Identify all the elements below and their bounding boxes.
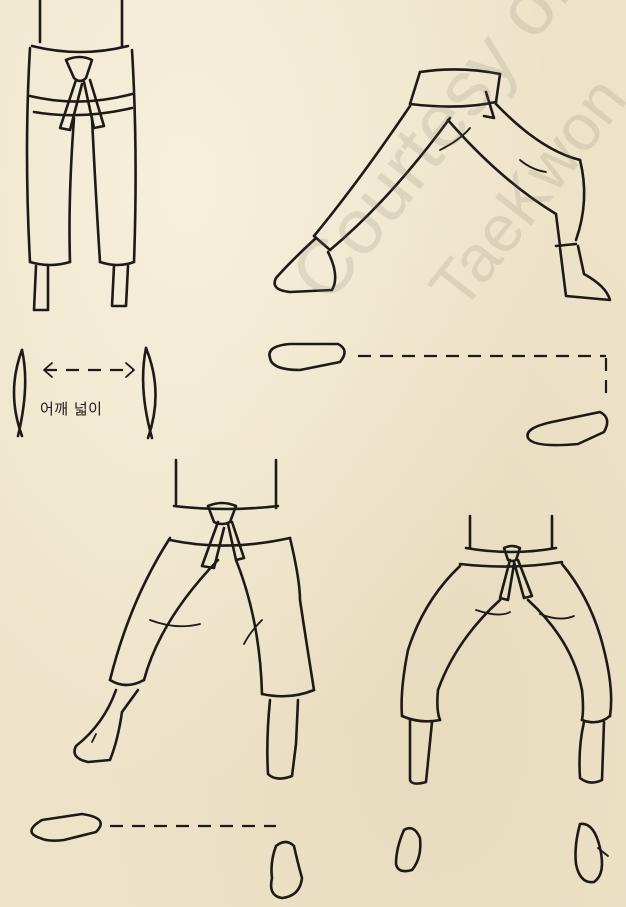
figure-front-stance-back (75, 460, 315, 779)
walking-stance-foot-diagram (269, 344, 607, 445)
shoulder-width-label: 어깨 넓이 (40, 398, 102, 419)
figure-parallel-stance-back (27, 0, 136, 310)
sitting-stance-foot-diagram (396, 824, 608, 882)
front-stance-foot-diagram (31, 814, 302, 898)
shoulder-width-diagram (14, 348, 156, 438)
figure-sitting-stance-back (402, 516, 612, 784)
